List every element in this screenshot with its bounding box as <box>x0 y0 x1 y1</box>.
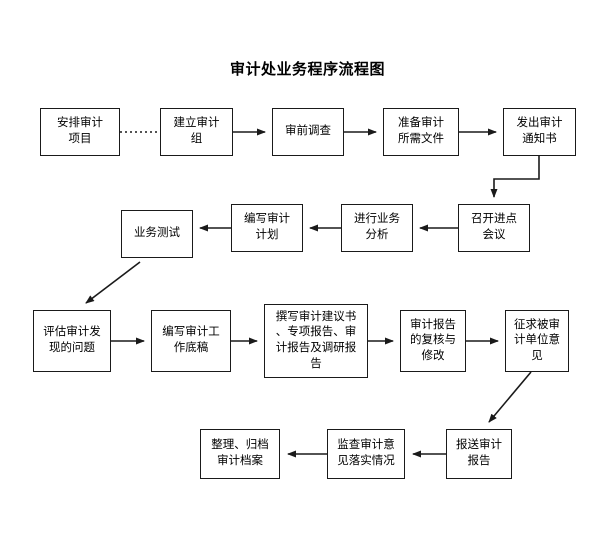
connector-c9 <box>85 261 141 304</box>
node-business-analysis[interactable]: 进行业务 分析 <box>341 204 413 252</box>
node-pre-audit-survey[interactable]: 审前调查 <box>272 108 344 156</box>
node-solicit-auditee-opinions[interactable]: 征求被审 计单位意 见 <box>505 310 569 372</box>
node-business-testing[interactable]: 业务测试 <box>121 210 193 258</box>
connector-c5 <box>490 156 540 198</box>
node-evaluate-audit-findings[interactable]: 评估审计发 现的问题 <box>33 310 111 372</box>
node-review-and-revise-report[interactable]: 审计报告 的复核与 修改 <box>400 310 466 372</box>
node-establish-audit-team[interactable]: 建立审计 组 <box>160 108 233 156</box>
node-issue-audit-notice[interactable]: 发出审计 通知书 <box>503 108 576 156</box>
node-write-audit-plan[interactable]: 编写审计 计划 <box>231 204 303 252</box>
node-write-working-papers[interactable]: 编写审计工 作底稿 <box>151 310 231 372</box>
node-organize-archive-files[interactable]: 整理、归档 审计档案 <box>200 429 280 479</box>
connector-c14 <box>488 371 532 423</box>
node-prepare-audit-documents[interactable]: 准备审计 所需文件 <box>383 108 459 156</box>
node-entry-meeting[interactable]: 召开进点 会议 <box>458 204 530 252</box>
page-title: 审计处业务程序流程图 <box>229 61 385 78</box>
node-submit-audit-report[interactable]: 报送审计 报告 <box>446 429 512 479</box>
node-arrange-audit-project[interactable]: 安排审计 项目 <box>40 108 120 156</box>
node-draft-audit-reports[interactable]: 撰写审计建议书 、专项报告、审 计报告及调研报 告 <box>264 304 368 378</box>
node-monitor-implementation[interactable]: 监查审计意 见落实情况 <box>327 429 405 479</box>
